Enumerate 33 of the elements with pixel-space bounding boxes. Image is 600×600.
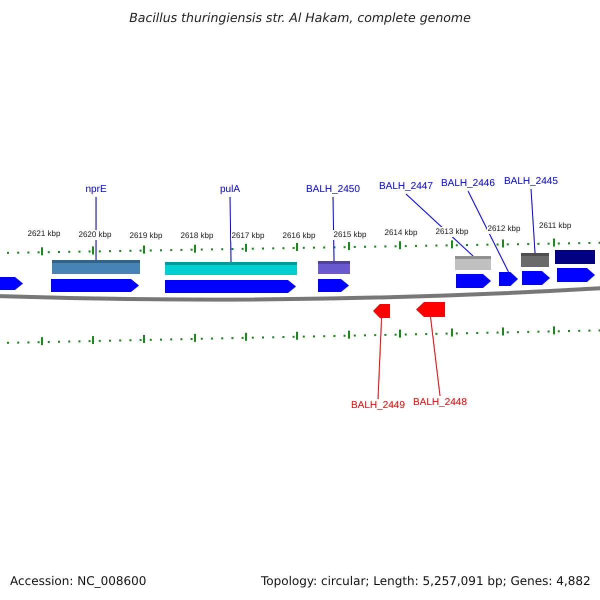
gene-label: BALH_2446 bbox=[441, 177, 495, 191]
scale-label: 2611 kbp bbox=[538, 221, 572, 231]
leader-line bbox=[332, 196, 334, 262]
scale-label: 2617 kbp bbox=[230, 231, 266, 241]
gene-label: BALH_2447 bbox=[379, 180, 433, 194]
accession-text: Accession: NC_008600 bbox=[10, 574, 146, 588]
gene-label: pulA bbox=[220, 183, 240, 197]
scale-label: 2614 kbp bbox=[384, 228, 418, 238]
gene-bar bbox=[52, 260, 140, 274]
scale-label: 2612 kbp bbox=[486, 224, 522, 234]
gene-bar bbox=[455, 256, 491, 270]
gene-feature bbox=[416, 302, 445, 317]
scale-label: 2615 kbp bbox=[332, 230, 368, 240]
gene-feature bbox=[499, 272, 518, 286]
scale-label: 2620 kbp bbox=[78, 230, 112, 240]
leader-line bbox=[230, 196, 232, 262]
gene-bar bbox=[318, 261, 350, 274]
gene-label: BALH_2445 bbox=[504, 175, 558, 189]
leader-line bbox=[468, 190, 509, 272]
leader-line bbox=[378, 318, 382, 400]
leader-line bbox=[530, 188, 536, 254]
gene-bar bbox=[521, 253, 549, 267]
scale-label: 2619 kbp bbox=[128, 231, 164, 241]
scale-label: 2616 kbp bbox=[282, 231, 316, 241]
gene-label: BALH_2450 bbox=[306, 183, 360, 197]
title: Bacillus thuringiensis str. Al Hakam, complete genome bbox=[129, 10, 471, 25]
leader-line bbox=[430, 316, 440, 396]
gene-label: nprE bbox=[86, 183, 107, 197]
genome-info-text: Topology: circular; Length: 5,257,091 bp; Genes: 4,882 bbox=[261, 574, 591, 588]
gene-bar bbox=[165, 262, 297, 275]
gene-label: BALH_2449 bbox=[351, 399, 405, 413]
gene-feature bbox=[373, 304, 390, 318]
gene-label: BALH_2448 bbox=[413, 396, 467, 410]
